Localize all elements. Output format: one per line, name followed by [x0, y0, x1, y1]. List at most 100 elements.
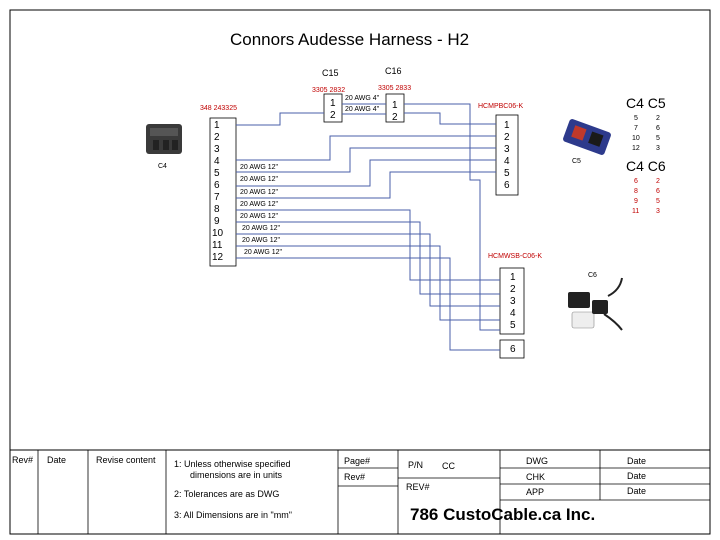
date-label: Date	[627, 456, 647, 466]
c5-connector-box	[495, 114, 519, 196]
rev-header: Rev#	[12, 455, 34, 465]
c4-pin: 9	[214, 216, 220, 227]
pin-table-cell: 6	[656, 188, 660, 195]
c15-part-number: 3305 2832	[312, 87, 346, 94]
c15-pin: 1	[330, 98, 336, 109]
c4-pin: 7	[214, 192, 220, 203]
c4-connector-image	[146, 124, 182, 154]
pin-table-cell: 10	[632, 135, 640, 142]
pn-label: P/N	[408, 460, 424, 470]
note-1: 1: Unless otherwise specified	[174, 459, 291, 469]
wire-c4-12-c5-3	[236, 171, 496, 199]
pin-table-cell: 9	[634, 198, 638, 205]
note-2: 2: Tolerances are as DWG	[174, 489, 280, 499]
c5-pin: 6	[504, 180, 510, 191]
wire-label: 20 AWG 12"	[240, 189, 279, 196]
c16-part-number: 3305 2833	[378, 85, 412, 92]
pn-value: CC	[442, 461, 455, 471]
pin-table-cell: 3	[656, 145, 660, 152]
c4-pin: 3	[214, 144, 220, 155]
chk-label: CHK	[526, 472, 546, 482]
c4-pin: 5	[214, 168, 220, 179]
c4-part-number: 348 243325	[200, 105, 237, 112]
wire-c4-5-c5-2	[236, 135, 496, 161]
wire-c16-c6	[404, 103, 500, 331]
c6-image-label: C6	[588, 272, 597, 279]
c4-pin: 2	[214, 132, 220, 143]
pin-table-cell: 6	[634, 178, 638, 185]
c6-pin: 2	[510, 284, 516, 295]
c15-label: C15	[322, 68, 339, 78]
wire-label: 20 AWG 4"	[345, 106, 380, 113]
c5-image-label: C5	[572, 158, 581, 165]
c4-pin: 12	[212, 252, 224, 263]
rev-number-label: REV#	[406, 482, 430, 492]
pin-table-cell: 5	[656, 135, 660, 142]
c6-connector-box	[499, 267, 525, 359]
c4-pin: 10	[212, 228, 224, 239]
c5-pin: 1	[504, 120, 510, 131]
c6-pin: 4	[510, 308, 516, 319]
rev-label: Rev#	[344, 472, 366, 482]
c4-pin: 8	[214, 204, 220, 215]
c4-pin: 6	[214, 180, 220, 191]
wire-label: 20 AWG 12"	[240, 213, 279, 220]
revise-content-header: Revise content	[96, 455, 156, 465]
wire-c4-9-c6-5	[236, 233, 500, 307]
wires	[236, 103, 500, 351]
c4-pin: 11	[212, 240, 223, 251]
note-1b: dimensions are in units	[190, 470, 283, 480]
pin-table-c4-c5-header: C4 C5	[626, 95, 666, 111]
wire-c4-6-c6-2	[236, 209, 500, 281]
pin-table-cell: 8	[634, 188, 638, 195]
c4-pin: 4	[214, 156, 220, 167]
c5-pin: 4	[504, 156, 510, 167]
c6-part-number: HCMWSB-C06-K	[488, 253, 543, 260]
c6-pin: 6	[510, 344, 516, 355]
c6-pin: 3	[510, 296, 516, 307]
note-3: 3: All Dimensions are in "mm"	[174, 510, 292, 520]
wire-label: 20 AWG 12"	[240, 164, 279, 171]
drawing-title: Connors Audesse Harness - H2	[230, 30, 470, 49]
dwg-label: DWG	[526, 456, 548, 466]
wire-c16-c5-1	[404, 112, 496, 125]
pin-table-cell: 7	[634, 125, 638, 132]
c15-pin: 2	[330, 110, 336, 121]
wire-label: 20 AWG 12"	[242, 225, 281, 232]
pin-table-cell: 2	[656, 178, 660, 185]
c16-pin: 2	[392, 112, 398, 123]
wire-label: 20 AWG 12"	[240, 176, 279, 183]
date-label: Date	[627, 471, 647, 481]
c5-pin: 5	[504, 168, 510, 179]
pin-table-cell: 5	[634, 115, 638, 122]
page-label: Page#	[344, 456, 371, 466]
pin-table-cell: 12	[632, 145, 640, 152]
c4-image-label: C4	[158, 163, 167, 170]
pin-table-cell: 11	[632, 208, 640, 215]
date-label: Date	[627, 486, 647, 496]
wire-c4-10-c5-5	[236, 159, 496, 187]
wire-label: 20 AWG 12"	[242, 237, 281, 244]
company-name: 786 CustoCable.ca Inc.	[410, 505, 596, 524]
c16-label: C16	[385, 66, 402, 76]
pin-table-c4-c6-header: C4 C6	[626, 158, 666, 174]
c16-pin: 1	[392, 100, 398, 111]
c6-pin: 1	[510, 272, 516, 283]
wire-label: 20 AWG 12"	[240, 201, 279, 208]
pin-table-cell: 2	[656, 115, 660, 122]
pin-table-cell: 5	[656, 198, 660, 205]
wire-c4-12-c6-6	[236, 257, 500, 351]
c4-pin: 1	[214, 120, 220, 131]
c6-pin: 5	[510, 320, 516, 331]
wire-label: 20 AWG 12"	[244, 249, 283, 256]
pin-table-cell: 3	[656, 208, 660, 215]
wire-c4-7-c5-6	[236, 147, 496, 173]
c6-connector-image	[568, 277, 623, 331]
c4-connector-box	[209, 117, 237, 267]
wire-label: 20 AWG 4"	[345, 95, 380, 102]
c5-pin: 3	[504, 144, 510, 155]
wire-c4-1-c15	[236, 112, 324, 126]
c5-part-number: HCMPBC06-K	[478, 103, 524, 110]
c5-connector-image	[563, 119, 611, 155]
